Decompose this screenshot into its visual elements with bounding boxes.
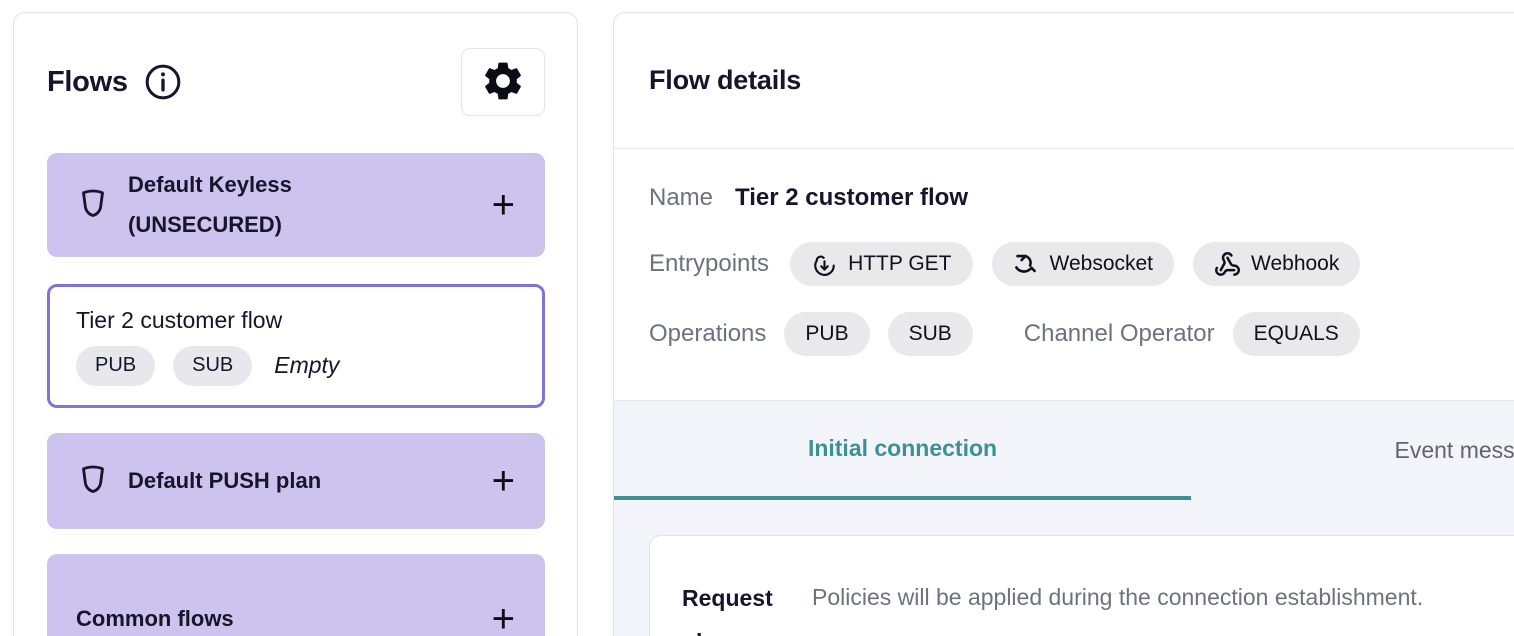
flow-settings-button[interactable]: [461, 48, 545, 116]
tab-event-messages[interactable]: Event messages: [1394, 437, 1514, 463]
flow-item-badges: PUB SUB Empty: [76, 345, 340, 386]
flows-title-wrap: Flows: [47, 63, 182, 101]
empty-indicator: Empty: [274, 352, 340, 378]
gear-icon: [480, 58, 526, 107]
entrypoint-badge-label: Webhook: [1251, 252, 1340, 275]
entrypoints-row: Entrypoints HTTP GET: [649, 242, 1514, 286]
entrypoint-badge-http-get: HTTP GET: [790, 242, 973, 286]
name-label: Name: [649, 184, 714, 211]
flow-details-title: Flow details: [649, 65, 802, 95]
plus-icon[interactable]: +: [491, 597, 515, 636]
channel-operator-label: Channel Operator: [1023, 320, 1215, 347]
entrypoint-badge-webhook: Webhook: [1193, 242, 1361, 286]
plan-item-default-push[interactable]: Default PUSH plan +: [47, 433, 545, 529]
flows-panel-header: Flows: [47, 48, 545, 116]
tab-initial-connection[interactable]: Initial connection: [614, 401, 1191, 500]
request-phase-label: Request phase: [682, 585, 773, 636]
channel-operator-badge: EQUALS: [1232, 312, 1360, 356]
request-phase-description: Policies will be applied during the conn…: [812, 584, 1424, 610]
phase-tabs: Initial connection Event messages: [614, 401, 1514, 500]
operation-badge-sub: SUB: [887, 312, 973, 356]
shield-icon: [76, 186, 110, 225]
flows-panel: Flows Default Keyless (UNSECUR: [13, 12, 578, 636]
flow-item-title: Tier 2 customer flow: [76, 306, 283, 333]
name-row: Name Tier 2 customer flow: [649, 181, 1514, 215]
info-icon[interactable]: [144, 63, 182, 101]
sub-badge: SUB: [173, 345, 253, 386]
plan-item-label: Default PUSH plan: [128, 468, 322, 493]
plus-icon[interactable]: +: [491, 459, 515, 503]
operation-badge-pub: PUB: [784, 312, 870, 356]
initial-connection-content: Request phase Policies will be applied d…: [614, 500, 1514, 636]
group-item-label: Common flows: [76, 606, 234, 631]
flow-item-tier2-selected[interactable]: Tier 2 customer flow PUB SUB Empty: [47, 284, 545, 408]
request-phase-card: Request phase Policies will be applied d…: [649, 535, 1514, 636]
shield-icon: [76, 462, 110, 501]
plan-item-default-keyless[interactable]: Default Keyless (UNSECURED) +: [47, 153, 545, 257]
name-value: Tier 2 customer flow: [735, 184, 968, 211]
flows-panel-title: Flows: [47, 65, 128, 98]
flow-details-panel: Flow details Name Tier 2 customer flow E…: [613, 12, 1514, 636]
flow-details-summary: Name Tier 2 customer flow Entrypoints HT…: [614, 149, 1514, 401]
pub-badge: PUB: [76, 345, 156, 386]
webhook-icon: [1214, 251, 1241, 278]
download-cloud-icon: [811, 251, 838, 278]
entrypoint-badge-websocket: Websocket: [991, 242, 1175, 286]
flow-phases-area: Initial connection Event messages Reques…: [614, 401, 1514, 636]
entrypoint-badge-label: Websocket: [1049, 252, 1154, 275]
entrypoint-badge-label: HTTP GET: [848, 252, 952, 275]
entrypoints-label: Entrypoints: [649, 250, 770, 277]
operations-label: Operations: [649, 320, 767, 347]
flow-details-header: Flow details: [614, 13, 1514, 149]
plus-icon[interactable]: +: [491, 183, 515, 227]
websocket-icon: [1013, 251, 1040, 278]
group-item-common-flows[interactable]: Common flows +: [47, 554, 545, 636]
operations-row: Operations PUB SUB Channel Operator EQUA…: [649, 312, 1514, 356]
plan-item-label: Default Keyless (UNSECURED): [128, 172, 292, 237]
